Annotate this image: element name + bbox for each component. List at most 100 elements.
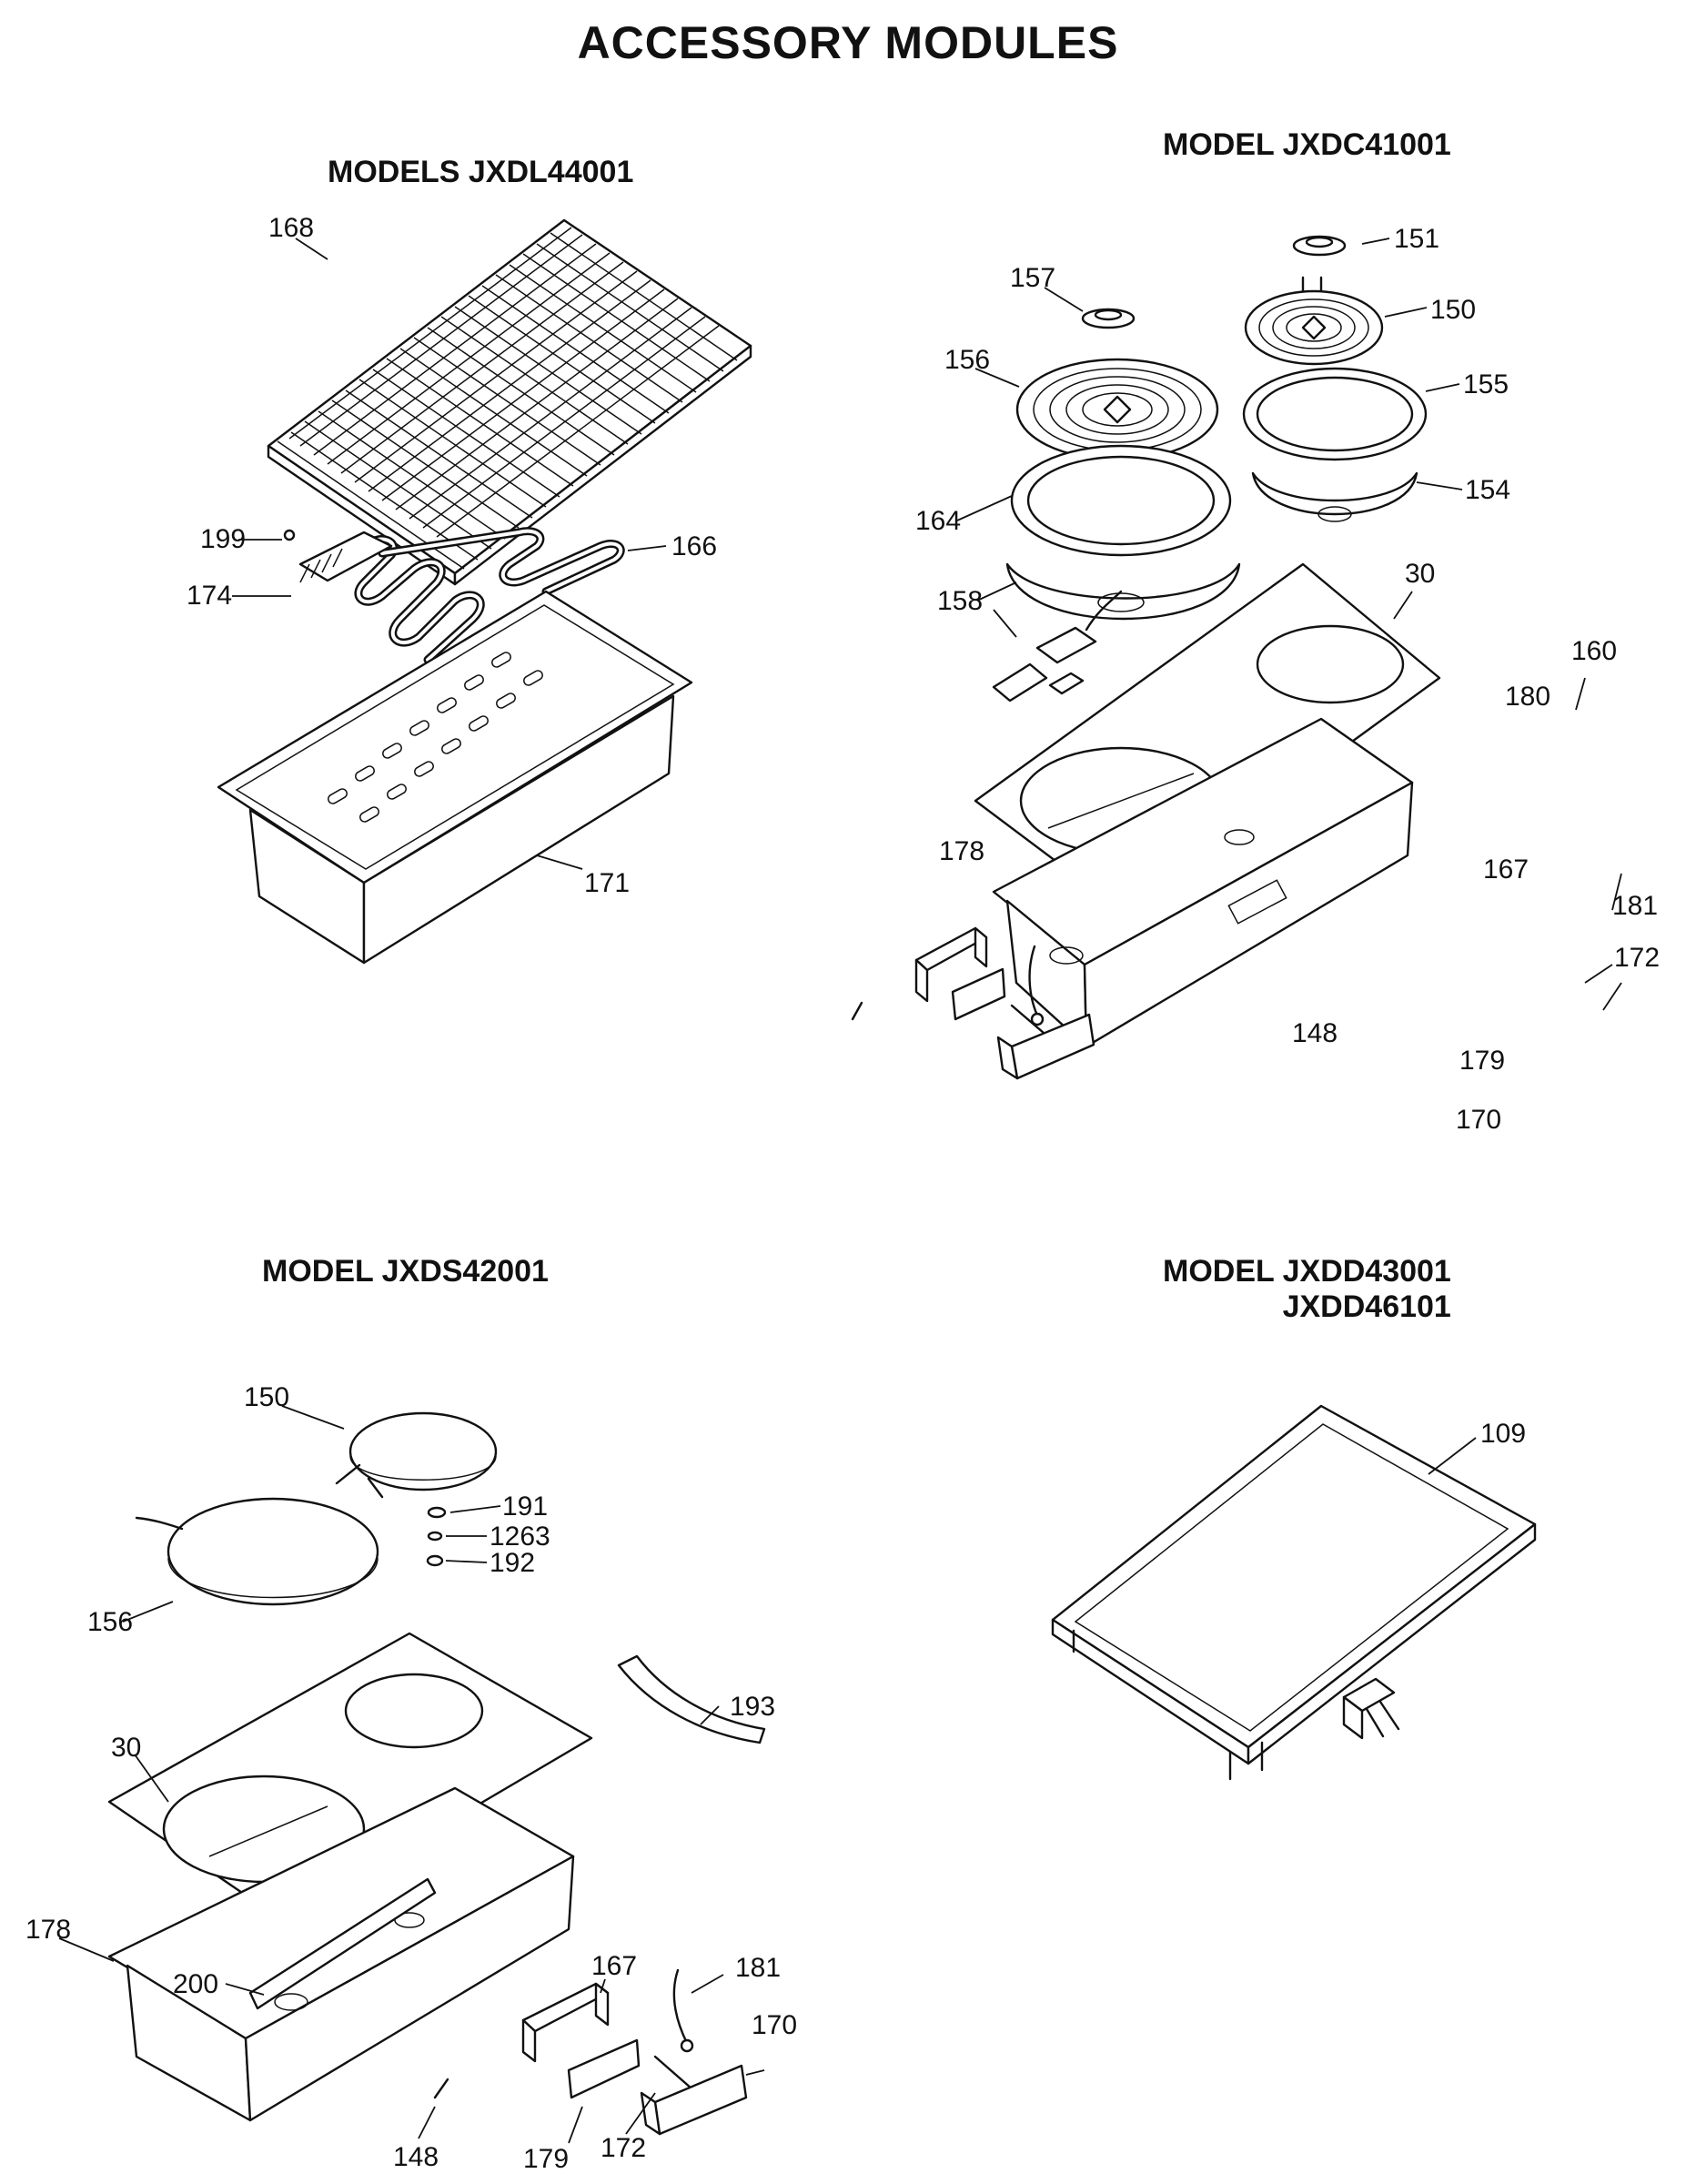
callout-label: 178	[25, 1915, 71, 1945]
radiant-cooktop-exploded-diagram: 150 191 1263 192 156 193 30 178 167 181 …	[25, 1382, 797, 2174]
callout-label: 174	[187, 581, 232, 611]
fastener-192	[426, 1554, 444, 1567]
burner-box	[992, 717, 1414, 1048]
callout-label: 155	[1463, 369, 1509, 399]
callout-label: 199	[200, 524, 246, 554]
panel-heading-jxdd: MODEL JXDD43001 JXDD46101	[1163, 1254, 1451, 1325]
bracket-193	[617, 1654, 766, 1744]
wire-181	[1028, 945, 1045, 1026]
callout-label: 157	[1010, 263, 1055, 293]
callout-label: 167	[591, 1951, 637, 1981]
callout-label: 148	[1292, 1018, 1338, 1048]
panel-heading-jxds: MODEL JXDS42001	[262, 1254, 549, 1289]
callout-label: 109	[1480, 1419, 1526, 1449]
heading-line: MODELS JXDL44001	[328, 155, 634, 189]
callout-label: 158	[937, 586, 983, 616]
panel-jxds: 150 191 1263 192 156 193 30 178 167 181 …	[0, 1292, 848, 2184]
small-trim-ring	[1242, 367, 1428, 461]
callout-label: 172	[1614, 943, 1660, 973]
large-drip-pan	[1005, 562, 1241, 621]
clip-172	[1010, 1004, 1045, 1035]
callout-label: 150	[1430, 295, 1476, 325]
fastener-191	[427, 1506, 447, 1519]
terminal-block-170	[996, 1013, 1095, 1080]
receptacle-160	[1035, 590, 1123, 664]
callout-label: 168	[268, 213, 314, 243]
callout-label: 178	[939, 836, 984, 866]
callout-label: 200	[173, 1969, 218, 1999]
griddle-feet	[1072, 1629, 1264, 1781]
element-cap-151	[1292, 235, 1347, 257]
burner-box	[107, 1786, 575, 2122]
callout-label: 148	[393, 2142, 439, 2172]
clip-172	[653, 2055, 693, 2090]
callout-label: 1263	[490, 1522, 550, 1552]
plate-179	[567, 2038, 641, 2099]
insulation-strip-200	[248, 1877, 437, 2010]
small-radiant-element	[335, 1411, 498, 1499]
callout-label: 193	[730, 1692, 775, 1722]
callout-label: 180	[1505, 682, 1550, 712]
callout-label: 30	[111, 1733, 141, 1763]
callout-label: 179	[1459, 1046, 1505, 1076]
callout-labels: 150 191 1263 192 156 193 30 178 167 181 …	[25, 1382, 797, 2174]
large-radiant-element	[135, 1497, 379, 1606]
callout-label: 179	[523, 2144, 569, 2174]
callout-label: 181	[735, 1953, 781, 1983]
griddle-plug	[1342, 1677, 1400, 1740]
element-cap-157	[1081, 308, 1136, 329]
small-coil-element	[1244, 276, 1384, 366]
fastener-1263	[427, 1531, 443, 1542]
callout-label: 192	[490, 1548, 535, 1578]
terminal-block-170	[640, 2064, 748, 2136]
grill-grate	[267, 218, 752, 586]
panel-heading-jxdl: MODELS JXDL44001	[328, 155, 633, 190]
callout-label: 156	[944, 345, 990, 375]
screw-148	[433, 2078, 449, 2099]
large-coil-element	[1015, 358, 1219, 511]
panel-jxdc: 151 157 150 156 155 154 164 158 30 160 1…	[848, 182, 1696, 1147]
bracket-167	[521, 1982, 610, 2063]
bracket-167	[914, 926, 988, 1003]
grill-exploded-diagram: 168 199 166 174 171	[187, 213, 752, 965]
callout-label: 181	[1612, 891, 1658, 921]
griddle-diagram: 109	[1051, 1404, 1537, 1781]
screw-199	[283, 529, 296, 541]
callout-label: 30	[1405, 559, 1435, 589]
wire-181	[672, 1968, 694, 2053]
heading-line: MODEL JXDC41001	[1163, 127, 1451, 162]
cooktop-top-plate	[107, 1632, 593, 1922]
callout-label: 170	[752, 2010, 797, 2040]
callout-label: 167	[1483, 854, 1529, 885]
callout-label: 171	[584, 868, 630, 898]
screw-148	[851, 1001, 863, 1021]
panel-jxdd: 109	[848, 1338, 1696, 1847]
page-title: ACCESSORY MODULES	[577, 17, 1119, 68]
callout-label: 150	[244, 1382, 289, 1412]
callout-labels: 151 157 150 156 155 154 164 158 30 160 1…	[915, 224, 1660, 1135]
callout-labels: 168 199 166 174 171	[187, 213, 717, 898]
callout-label: 160	[1571, 636, 1617, 666]
panel-jxdl: 168 199 166 174 171	[0, 182, 848, 983]
terminal-block-180	[992, 662, 1085, 703]
heading-line: MODEL JXDD43001	[1163, 1254, 1451, 1289]
heading-line: JXDD46101	[1282, 1289, 1451, 1324]
callout-label: 156	[87, 1607, 133, 1637]
drip-pan	[217, 590, 693, 965]
accessory-parts-right	[1575, 677, 1622, 1011]
callout-label: 164	[915, 506, 961, 536]
plate-179	[951, 967, 1006, 1021]
griddle-plate	[1051, 1404, 1537, 1765]
small-drip-pan	[1251, 471, 1418, 522]
panel-heading-jxdc: MODEL JXDC41001	[1163, 127, 1451, 163]
heating-element	[298, 527, 625, 664]
callout-label: 166	[671, 531, 717, 561]
large-trim-ring	[1010, 444, 1232, 557]
callout-label: 151	[1394, 224, 1439, 254]
callout-label: 191	[502, 1491, 548, 1522]
callout-label: 172	[601, 2133, 646, 2163]
coil-cooktop-exploded-diagram: 151 157 150 156 155 154 164 158 30 160 1…	[851, 224, 1660, 1135]
heading-line: MODEL JXDS42001	[262, 1254, 549, 1289]
callout-label: 154	[1465, 475, 1510, 505]
callout-label: 170	[1456, 1105, 1501, 1135]
